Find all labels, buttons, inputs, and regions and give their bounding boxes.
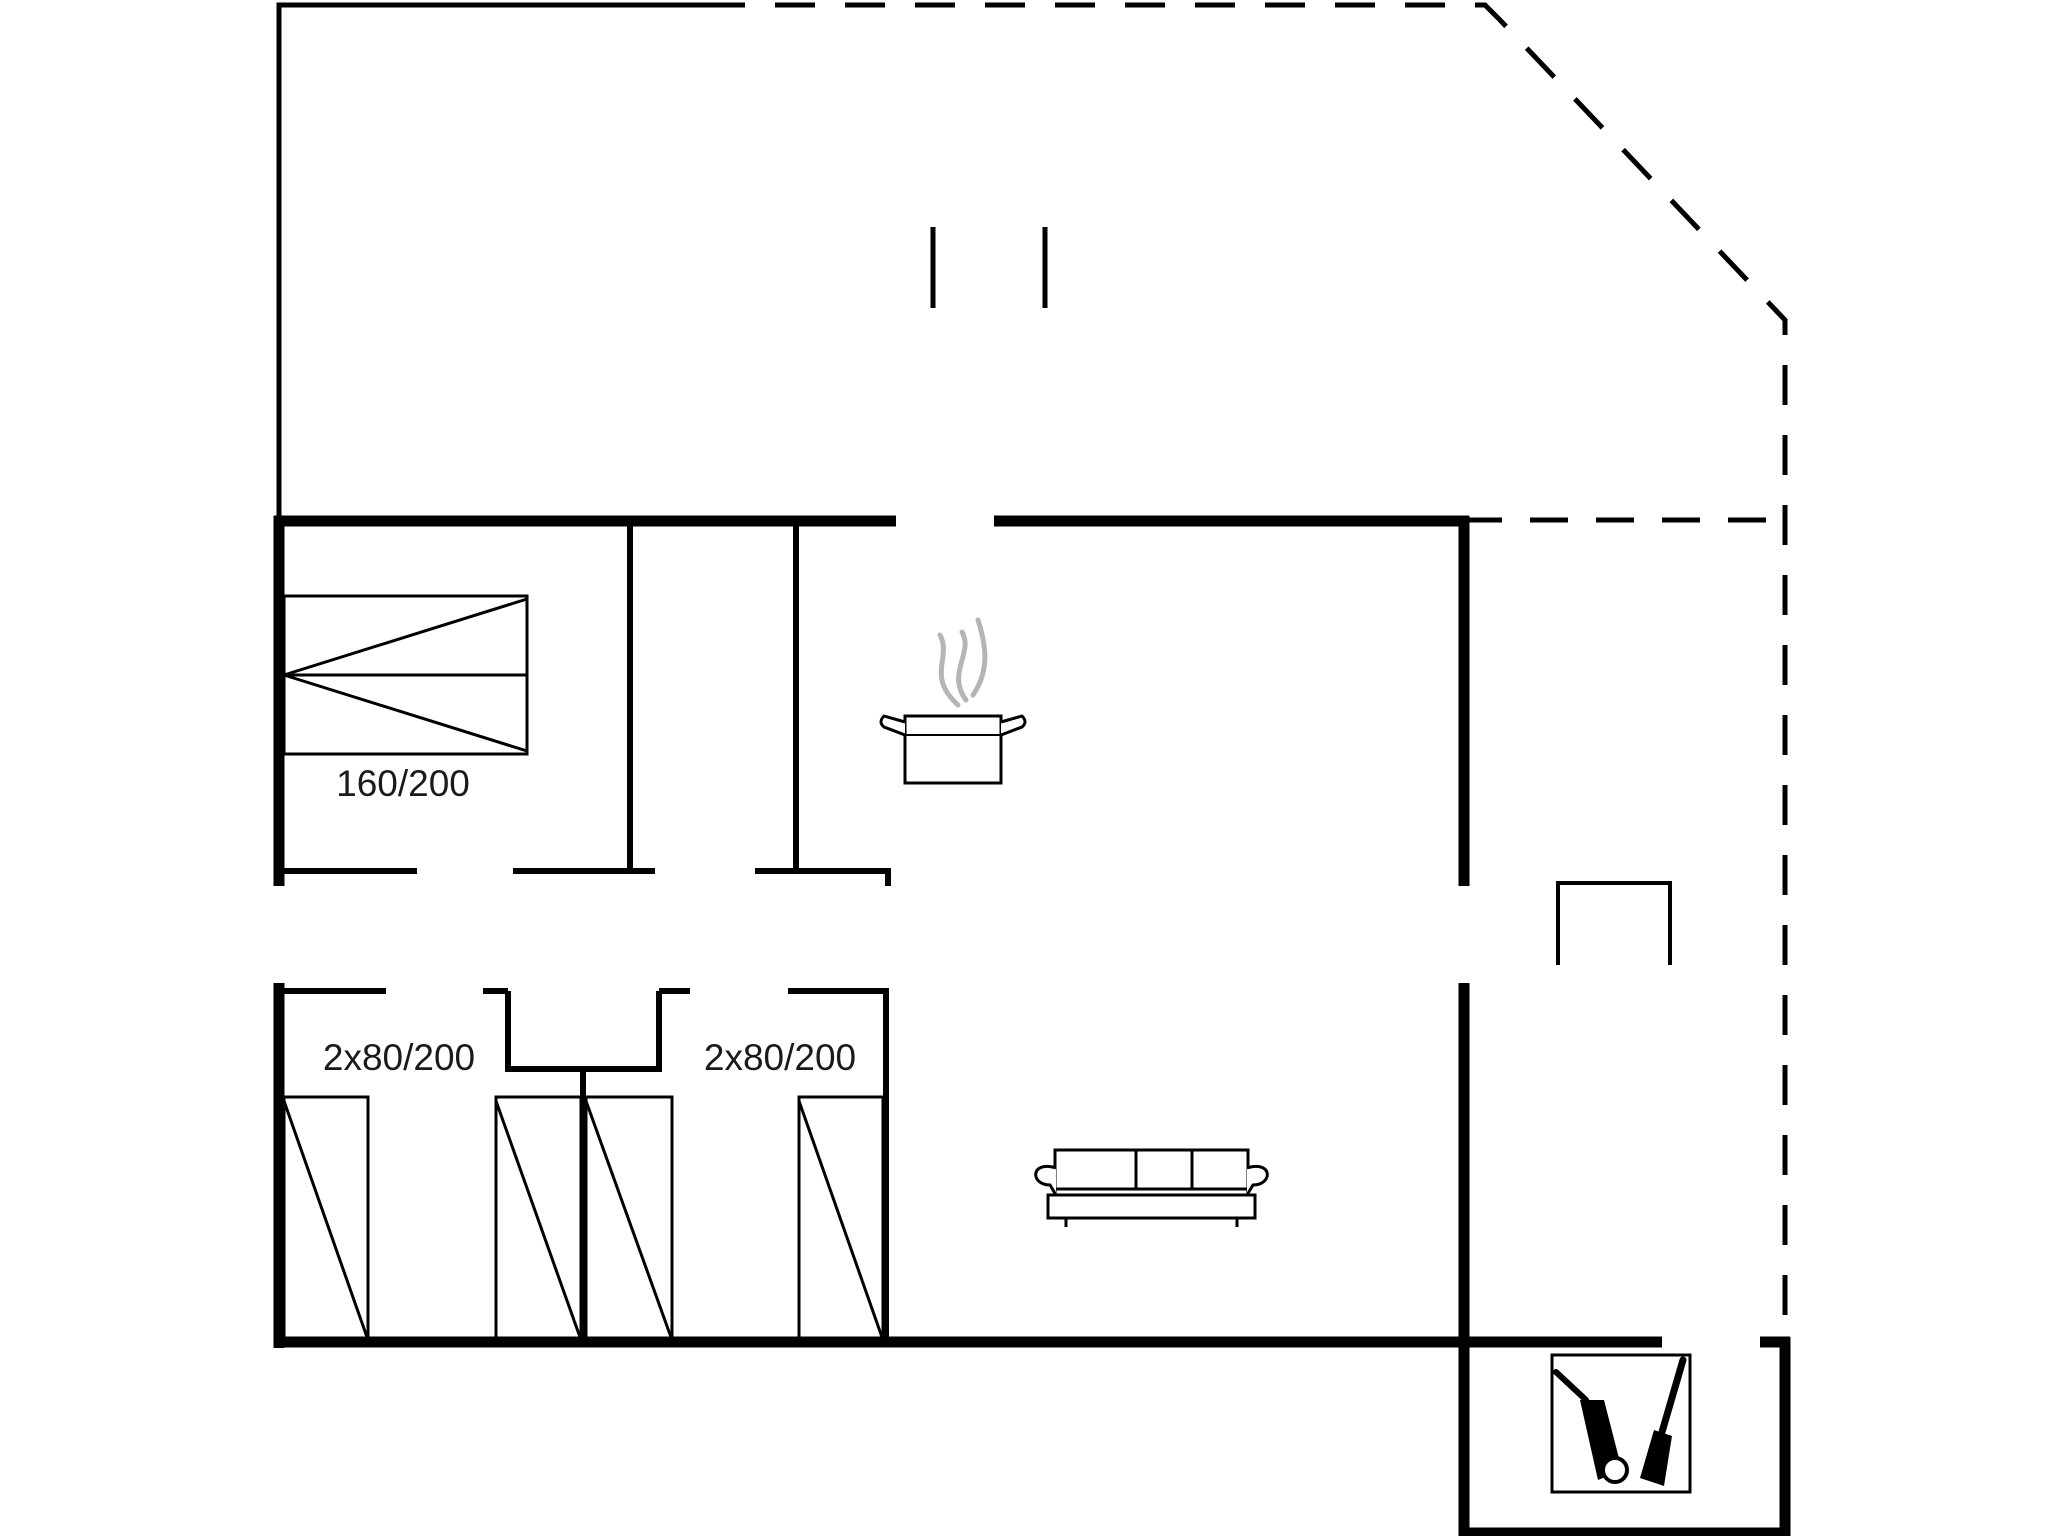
stove-icon [1556, 881, 1672, 965]
twin-beds-left [282, 1095, 583, 1344]
interior-walls [279, 524, 891, 1342]
sofa-icon [1034, 1148, 1269, 1227]
terrace-opening-marks [930, 227, 1048, 308]
utility-tools-icon [1550, 1353, 1692, 1494]
terrace-outline [276, 2, 1788, 1330]
twin-beds-left-label: 2x80/200 [323, 1037, 475, 1078]
double-bed-label: 160/200 [336, 763, 470, 804]
cooking-pot-icon [879, 617, 1027, 785]
exterior-walls [273, 515, 1791, 1536]
double-bed [282, 594, 529, 756]
twin-beds-right-label: 2x80/200 [704, 1037, 856, 1078]
twin-beds-right [584, 1095, 885, 1344]
